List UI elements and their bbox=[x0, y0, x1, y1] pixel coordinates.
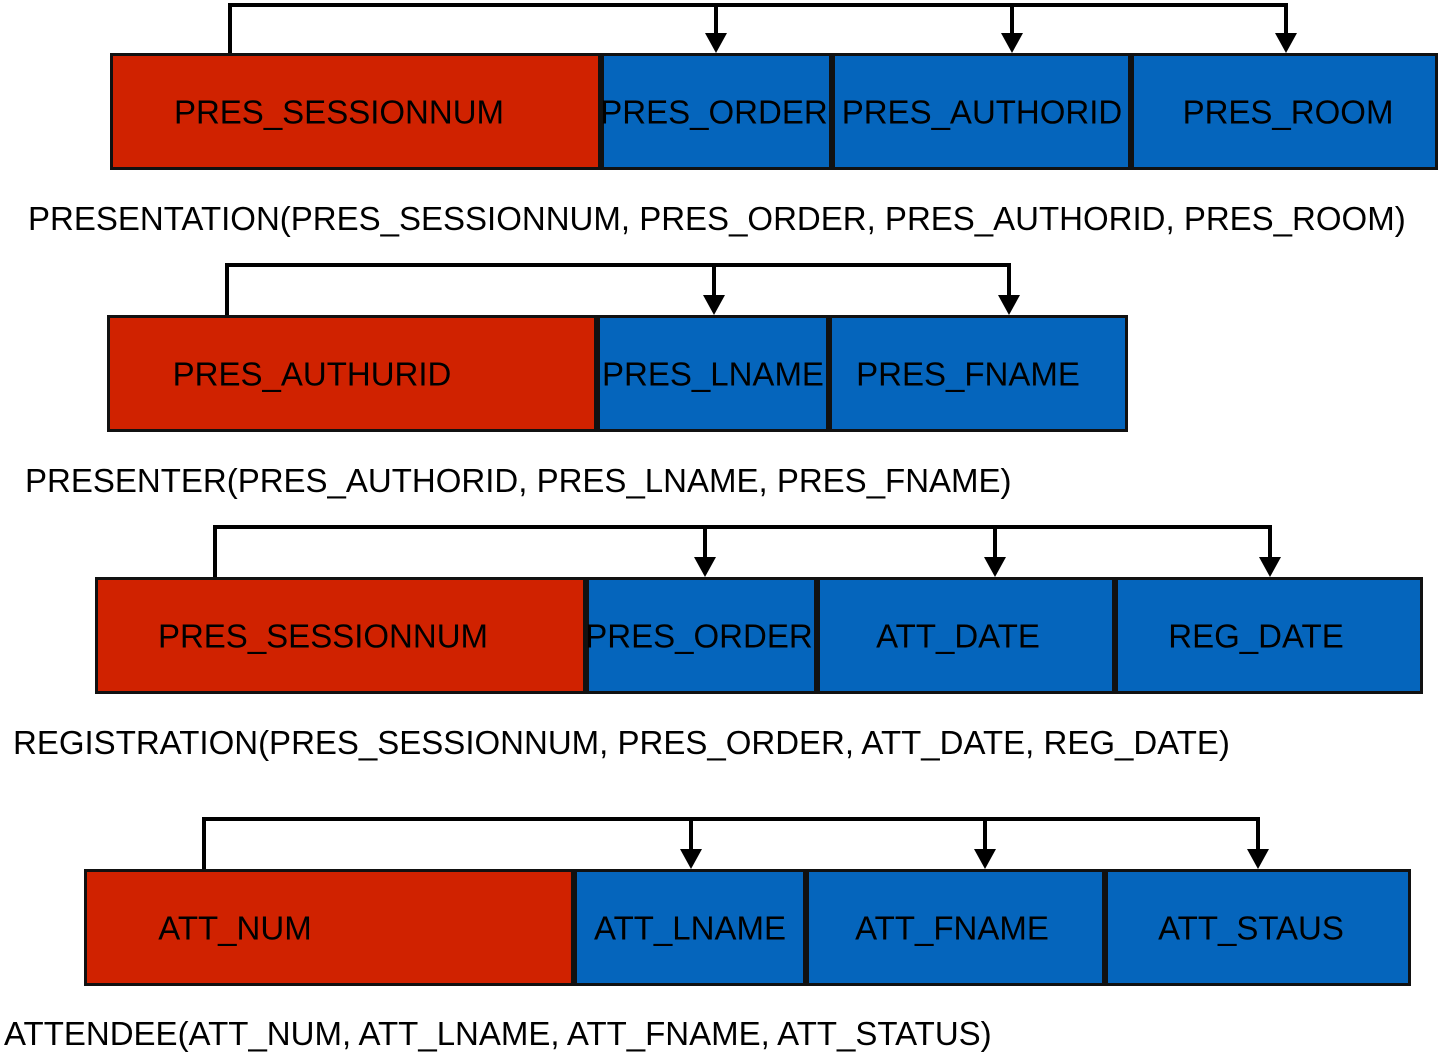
relation-attendee: ATT_NUM ATT_LNAME ATT_FNAME ATT_STAUS ATTEND… bbox=[4, 817, 1411, 1052]
dependency-arrowhead-icon bbox=[984, 557, 1006, 577]
attribute-cell bbox=[597, 315, 829, 432]
cell-label: ATT_DATE bbox=[876, 618, 1040, 655]
dependency-arrowhead-icon bbox=[974, 849, 996, 869]
dependency-arrowhead-icon bbox=[705, 33, 727, 53]
cell-label: PRES_AUTHORID bbox=[842, 94, 1123, 131]
attribute-cell bbox=[1105, 869, 1411, 986]
cell-label: PRES_LNAME bbox=[602, 356, 824, 393]
relation-caption: REGISTRATION(PRES_SESSIONNUM, PRES_ORDER… bbox=[13, 724, 1230, 761]
primary-key-cell bbox=[84, 869, 574, 986]
relation-registration: PRES_SESSIONNUM PRES_ORDER ATT_DATE REG_DAT… bbox=[13, 525, 1423, 761]
dependency-arrowhead-icon bbox=[703, 295, 725, 315]
attribute-cell bbox=[832, 53, 1131, 170]
cell-label: PRES_SESSIONNUM bbox=[174, 94, 504, 131]
relation-presenter: PRES_AUTHURID PRES_LNAME PRES_FNAME PRESENT… bbox=[25, 263, 1128, 499]
attribute-cell bbox=[1131, 53, 1438, 170]
cell-label: ATT_STAUS bbox=[1158, 910, 1344, 947]
relation-caption: PRESENTER(PRES_AUTHORID, PRES_LNAME, PRE… bbox=[25, 462, 1012, 499]
primary-key-cell bbox=[95, 577, 586, 694]
attribute-cell bbox=[1115, 577, 1423, 694]
primary-key-cell bbox=[110, 53, 601, 170]
primary-key-cell bbox=[107, 315, 597, 432]
relation-presentation: PRES_SESSIONNUM PRES_ORDER PRES_AUTHORID PR… bbox=[28, 3, 1438, 237]
cell-label: ATT_NUM bbox=[158, 910, 311, 947]
cell-label: REG_DATE bbox=[1168, 618, 1343, 655]
relation-caption: ATTENDEE(ATT_NUM, ATT_LNAME, ATT_FNAME, … bbox=[4, 1015, 992, 1052]
attribute-cell bbox=[817, 577, 1115, 694]
cell-label: PRES_FNAME bbox=[856, 356, 1080, 393]
dependency-arrowhead-icon bbox=[998, 295, 1020, 315]
relation-caption: PRESENTATION(PRES_SESSIONNUM, PRES_ORDER… bbox=[28, 200, 1406, 237]
attribute-cell bbox=[574, 869, 806, 986]
attribute-cell bbox=[601, 53, 832, 170]
attribute-cell bbox=[806, 869, 1105, 986]
cell-label: PRES_AUTHURID bbox=[173, 356, 452, 393]
cell-label: ATT_LNAME bbox=[594, 910, 786, 947]
dependency-arrowhead-icon bbox=[694, 557, 716, 577]
attribute-cell bbox=[829, 315, 1128, 432]
attribute-cell bbox=[586, 577, 817, 694]
dependency-arrowhead-icon bbox=[1259, 557, 1281, 577]
cell-label: ATT_FNAME bbox=[855, 910, 1049, 947]
dependency-arrowhead-icon bbox=[1275, 33, 1297, 53]
cell-label: PRES_SESSIONNUM bbox=[158, 618, 488, 655]
dependency-arrowhead-icon bbox=[1247, 849, 1269, 869]
cell-label: PRES_ORDER bbox=[600, 94, 827, 131]
cell-label: PRES_ORDER bbox=[585, 618, 812, 655]
dependency-arrowhead-icon bbox=[1001, 33, 1023, 53]
dependency-arrowhead-icon bbox=[680, 849, 702, 869]
cell-label: PRES_ROOM bbox=[1183, 94, 1394, 131]
